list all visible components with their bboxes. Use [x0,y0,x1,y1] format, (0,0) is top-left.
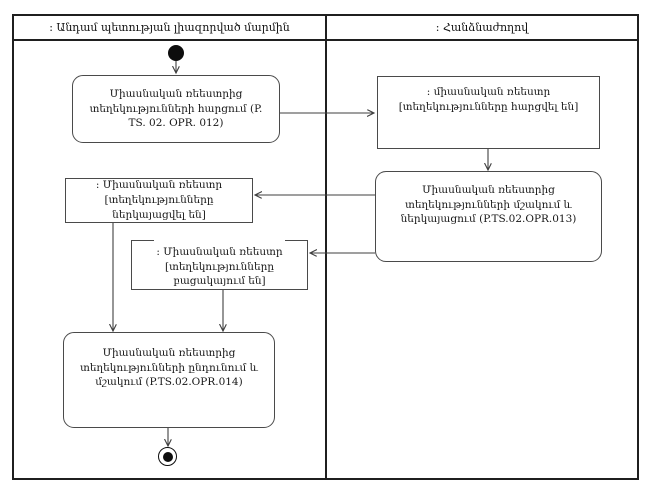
activity-label: Միասնական ռեեստրից տեղեկությունների մշակ… [400,184,577,226]
object-registry-presented: : Միասնական ռեեստր [տեղեկությունները ներ… [65,178,253,223]
activity-query-info: Միասնական ռեեստրից տեղեկությունների հարց… [72,75,280,143]
object-state: [տեղեկությունները ներկայացվել են] [104,194,214,221]
activity-receive-process: Միասնական ռեեստրից տեղեկությունների ընդո… [63,332,275,428]
final-node-dot [162,451,173,462]
object-name: : Միասնական ռեեստր [95,179,223,192]
object-name: : Միասնական ռեեստր [156,246,283,258]
swimlane-header-commission: : Հանձնաժողով [327,16,637,41]
swimlane-label: : Անդամ պետության լիազորված մարմին [49,21,290,34]
activity-label: Միասնական ռեեստրից տեղեկությունների հարց… [89,87,263,130]
swimlane-header-authorized-body: : Անդամ պետության լիազորված մարմին [14,16,325,41]
object-registry-absent: : Միասնական ռեեստր [տեղեկությունները բաց… [131,240,308,290]
swimlane-label: : Հանձնաժողով [435,21,529,34]
object-state: [տեղեկությունները բացակայում են] [164,260,275,288]
activity-label: Միասնական ռեեստրից տեղեկությունների ընդո… [80,347,258,389]
object-registry-queried: : միասնական ռեեստր [տեղեկությունները հար… [377,76,600,149]
final-node [158,447,177,466]
swimlane-commission: : Հանձնաժողով [325,14,639,480]
object-name: : միասնական ռեեստր [426,86,551,98]
activity-process-present: Միասնական ռեեստրից տեղեկությունների մշակ… [375,171,602,262]
object-state: [տեղեկությունները հարցվել են] [398,100,579,113]
initial-node [168,45,184,61]
